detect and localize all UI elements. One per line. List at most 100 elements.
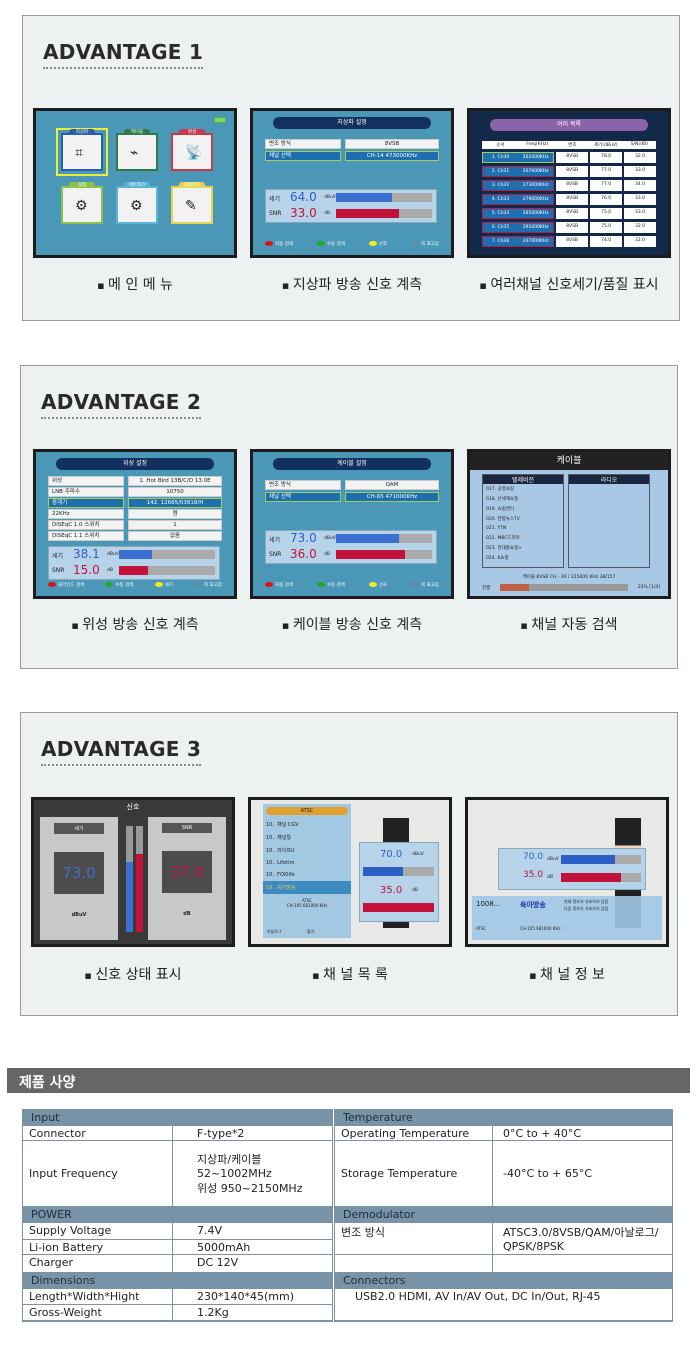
channel-item[interactable]: 022. MBC드라마 (486, 536, 520, 541)
setting-value[interactable]: QAM (345, 480, 439, 490)
channel-item[interactable]: 10.. 육아방송 (263, 881, 351, 894)
channel-item[interactable]: 10.. 채널뭥 (266, 835, 291, 841)
spec-value (493, 1255, 672, 1272)
snr-value: 36.0 (290, 547, 317, 561)
setting-value[interactable]: CH-14 473000KHz (345, 151, 439, 161)
legend-label: 수동 검색 (326, 583, 345, 588)
menu-item-4[interactable]: 네트워크⚙ (116, 182, 158, 224)
setting-value[interactable]: 1. Hot Bird 13B/C/D 13.0E (128, 476, 222, 486)
setting-value[interactable]: 켬 (128, 509, 222, 519)
advantage-title: ADVANTAGE 2 (41, 390, 202, 419)
channel-item[interactable]: 10.. FOXlife (266, 872, 295, 878)
setting-value[interactable]: 10750 (128, 487, 222, 497)
menu-item-5[interactable]: 채널관리✎ (171, 182, 213, 224)
feature-caption: 지상파 방송 신호 계측 (244, 274, 460, 294)
menu-item-icon: 📡 (185, 145, 203, 161)
button-fav[interactable]: 즐기 (307, 929, 315, 934)
button-analog[interactable]: 아날로그 (267, 929, 282, 934)
legend-dot-icon (265, 582, 273, 587)
channel-name: 6. Ch35 (491, 225, 510, 230)
list-header: ATSC (266, 807, 348, 815)
spec-key: Supply Voltage (23, 1223, 173, 1239)
legend-item: 선호 (368, 582, 387, 588)
channel-freq: 291000KHz (522, 225, 549, 230)
channel-item[interactable]: 019. 쇼핑엔티 (486, 507, 515, 512)
setting-value[interactable]: 없음 (128, 531, 222, 541)
strength-unit: dBuV (324, 536, 336, 541)
legend-item: 자동 검색 (265, 582, 293, 588)
table-cell: 33.0 (624, 166, 656, 177)
channel-item[interactable]: 10.. 채널 CGV (266, 822, 299, 828)
menu-item-2[interactable]: 위성📡 (171, 129, 213, 171)
spec-key: Length*Width*Hight (23, 1289, 173, 1304)
snr-bar-fill (119, 566, 148, 575)
setting-value[interactable]: CH-65 471000KHz (345, 492, 439, 502)
spec-value: 0°C to + 40°C (503, 1127, 582, 1140)
channel-item[interactable]: 017. 공영쇼핑 (486, 487, 515, 492)
signal-unit: dBuV (71, 912, 87, 918)
legend-item: 수동 검색 (316, 582, 345, 588)
channel-name: 육아방송 (520, 901, 546, 909)
signal-vertical-bar-left (126, 826, 133, 932)
spec-key: Gross-Weight (23, 1305, 173, 1320)
feature-screenshot: 지상파⌗케이블⌁ 위성📡 설정⚙ 네트워크⚙ 채널관리✎ (33, 108, 237, 258)
channel-item[interactable]: 023. 현대홈쇼핑+ (486, 546, 522, 551)
list-radio: 라디오 (568, 474, 650, 568)
spec-key: Connector (23, 1126, 173, 1140)
setting-value[interactable]: 1 (128, 520, 222, 530)
channel-item[interactable]: 021. YTN (486, 526, 507, 531)
setting-value[interactable]: 142. 12665/03818/H (128, 498, 222, 508)
channel-item[interactable]: 10.. 라이프U (266, 848, 295, 854)
screen-title: 신호 (126, 803, 140, 811)
channel-item[interactable]: 020. 연합뉴스TV (486, 517, 520, 522)
table-cell: 76.0 (590, 194, 623, 205)
channel-item[interactable]: 018. 신세계쇼핑 (486, 497, 519, 502)
channel-item[interactable]: 10.. Lifetim (266, 860, 295, 866)
list-header: 라디오 (569, 475, 649, 484)
spec-value: USB2.0 HDMI, AV In/AV Out, DC In/Out, RJ… (355, 1290, 601, 1303)
legend-dot-icon (154, 582, 163, 587)
menu-item-1[interactable]: 케이블⌁ (116, 129, 158, 171)
menu-item-3[interactable]: 설정⚙ (61, 182, 103, 224)
channel-item[interactable]: 024. K쇼핑 (486, 556, 509, 561)
legend-dot-icon (411, 582, 419, 587)
feature-caption: 채 널 정 보 (459, 964, 675, 984)
menu-item-0[interactable]: 지상파⌗ (56, 128, 108, 176)
spec-key: Operating Temperature (335, 1126, 493, 1140)
setting-value[interactable]: 8VSB (345, 139, 439, 149)
snr-bar (561, 873, 641, 882)
